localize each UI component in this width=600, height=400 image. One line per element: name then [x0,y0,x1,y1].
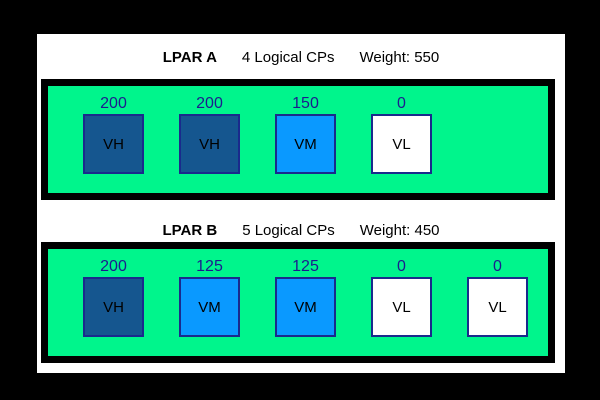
lpar-b-logical-cps: 5 Logical CPs [242,221,335,239]
lpar-a-header: LPAR A 4 Logical CPs Weight: 550 [37,47,565,67]
lpar-b-header: LPAR B 5 Logical CPs Weight: 450 [37,220,565,240]
cp-share-value: 0 [397,95,406,112]
cp-square-vm: VM [179,277,240,337]
cp-square-vh: VH [83,277,144,337]
cp-share-value: 125 [196,258,223,275]
cp-share-value: 0 [493,258,502,275]
lpar-a-cp-3: 150 VM [275,86,336,174]
lpar-diagram-panel: LPAR A 4 Logical CPs Weight: 550 200 VH … [37,34,565,373]
lpar-a-cp-pool: 200 VH 200 VH 150 VM 0 VL [41,79,555,200]
lpar-a-cp-1: 200 VH [83,86,144,174]
lpar-b-cp-1: 200 VH [83,249,144,337]
lpar-b-cp-3: 125 VM [275,249,336,337]
cp-share-value: 200 [100,95,127,112]
cp-square-vh: VH [83,114,144,174]
cp-square-vm: VM [275,277,336,337]
cp-square-vh: VH [179,114,240,174]
lpar-a-cp-2: 200 VH [179,86,240,174]
lpar-a-name: LPAR A [162,48,217,66]
cp-square-vl: VL [371,277,432,337]
lpar-a-cp-4: 0 VL [371,86,432,174]
cp-share-value: 200 [196,95,223,112]
lpar-a-logical-cps: 4 Logical CPs [241,48,335,66]
lpar-b-cp-4: 0 VL [371,249,432,337]
cp-share-value: 200 [100,258,127,275]
cp-square-vm: VM [275,114,336,174]
lpar-b-name: LPAR B [162,221,218,239]
cp-share-value: 125 [292,258,319,275]
cp-share-value: 150 [292,95,319,112]
lpar-b-cp-2: 125 VM [179,249,240,337]
lpar-a-weight: Weight: 550 [359,48,440,66]
lpar-b-cp-5: 0 VL [467,249,528,337]
cp-square-vl: VL [467,277,528,337]
lpar-b-weight: Weight: 450 [359,221,440,239]
cp-share-value: 0 [397,258,406,275]
cp-square-vl: VL [371,114,432,174]
lpar-b-cp-pool: 200 VH 125 VM 125 VM 0 VL 0 VL [41,242,555,363]
